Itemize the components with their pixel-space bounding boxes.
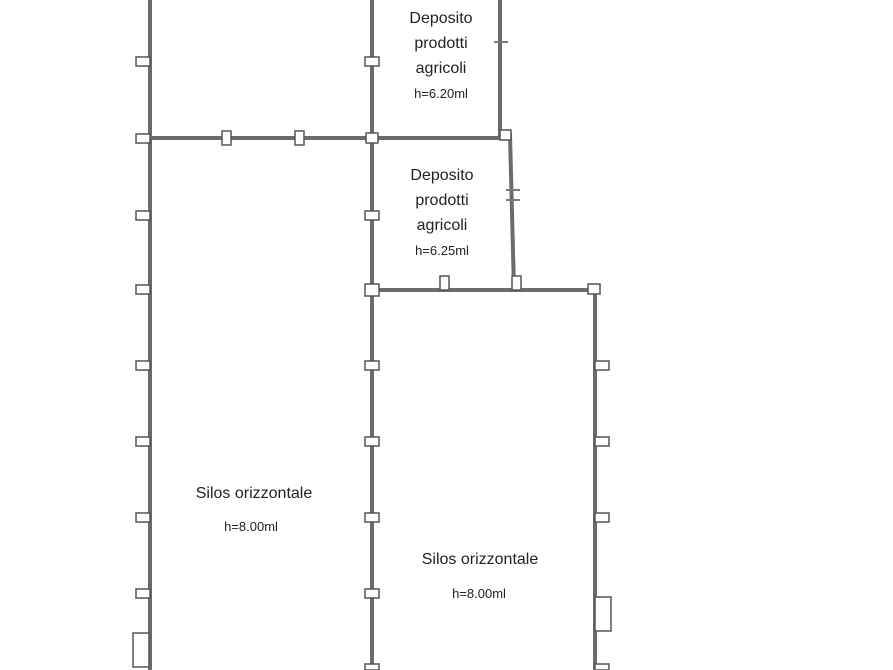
room-label-silos-left: Silos orizzontale h=8.00ml xyxy=(196,485,313,534)
pillar xyxy=(499,129,512,141)
pillar xyxy=(135,284,151,295)
pillar xyxy=(294,130,305,146)
walls xyxy=(138,0,597,670)
pillar xyxy=(594,512,610,523)
room-label-silos-right: Silos orizzontale h=8.00ml xyxy=(422,551,539,601)
pillar xyxy=(365,132,379,144)
room-name-line: agricoli xyxy=(416,60,467,77)
pillar xyxy=(135,133,151,144)
pillar xyxy=(511,275,522,291)
pillars-left xyxy=(132,56,151,668)
room-name-line: Silos orizzontale xyxy=(422,551,539,568)
room-name-line: Silos orizzontale xyxy=(196,485,313,502)
pillar xyxy=(364,588,380,599)
openings xyxy=(494,41,520,201)
pillars-lower-wall xyxy=(439,129,601,295)
room-name-line: Deposito xyxy=(410,167,473,184)
pillars-right xyxy=(594,360,612,670)
room-height: h=8.00ml xyxy=(224,519,278,534)
pillar xyxy=(135,512,151,523)
room-name-line: prodotti xyxy=(415,192,468,209)
pillar xyxy=(594,436,610,447)
room-height: h=8.00ml xyxy=(452,586,506,601)
pillar xyxy=(594,360,610,371)
room-name-line: Deposito xyxy=(409,10,472,27)
pillar xyxy=(364,360,380,371)
pillar xyxy=(132,632,150,668)
pillars-upper-wall xyxy=(221,130,379,146)
pillar xyxy=(364,56,380,67)
pillar xyxy=(364,283,380,297)
pillar xyxy=(587,283,601,295)
room-name-line: agricoli xyxy=(417,217,468,234)
pillar xyxy=(364,210,380,221)
pillar xyxy=(135,210,151,221)
pillar xyxy=(135,588,151,599)
room-name-line: prodotti xyxy=(414,35,467,52)
room-height: h=6.20ml xyxy=(414,86,468,101)
pillar xyxy=(135,56,151,67)
room-height: h=6.25ml xyxy=(415,243,469,258)
pillar xyxy=(364,512,380,523)
pillar xyxy=(135,360,151,371)
pillar xyxy=(594,596,612,632)
pillar xyxy=(594,663,610,670)
room-label-deposito-lower: Deposito prodotti agricoli h=6.25ml xyxy=(410,167,473,258)
pillar xyxy=(135,436,151,447)
wall-lower-deposit-right xyxy=(507,132,517,293)
pillar xyxy=(364,663,380,670)
room-label-deposito-upper: Deposito prodotti agricoli h=6.20ml xyxy=(409,10,472,101)
pillar xyxy=(364,436,380,447)
pillars-middle xyxy=(364,56,380,670)
pillar xyxy=(439,275,450,291)
pillar xyxy=(221,130,232,146)
